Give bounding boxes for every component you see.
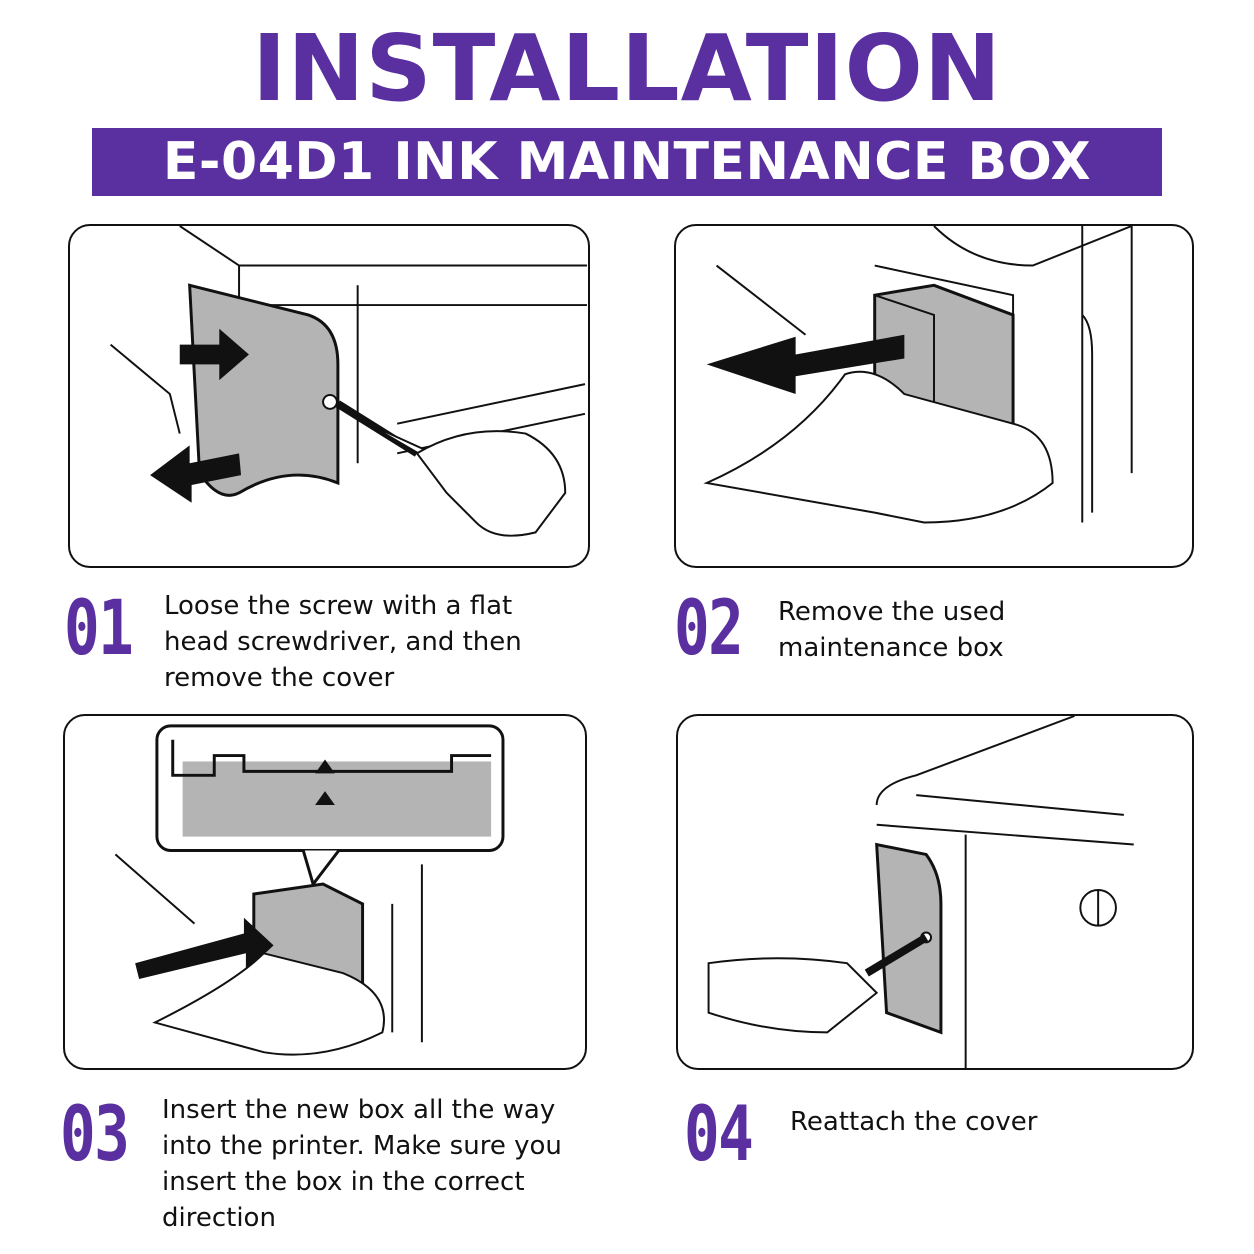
unscrew-cover-illustration: [109, 226, 587, 537]
product-name: E-04D1 INK MAINTENANCE BOX: [162, 132, 1092, 192]
step-4-text: Reattach the cover: [790, 1107, 1038, 1137]
insert-box-illustration: [114, 724, 505, 1056]
step-1-illustration: [68, 224, 590, 568]
step-3-illustration: [63, 714, 587, 1070]
step-1-number: 01: [64, 583, 134, 672]
product-banner: E-04D1 INK MAINTENANCE BOX: [92, 128, 1162, 196]
step-4-number: 04: [684, 1089, 754, 1178]
step-2-illustration: [674, 224, 1194, 568]
step-3-text: Insert the new box all the way into the …: [162, 1095, 562, 1233]
remove-box-illustration: [703, 226, 1133, 524]
step-2-number: 02: [674, 583, 744, 672]
step-3-number: 03: [60, 1089, 130, 1178]
page-title: INSTALLATION: [252, 15, 1002, 122]
reattach-cover-illustration: [707, 716, 1134, 1068]
step-4-illustration: [676, 714, 1194, 1070]
step-2-text: Remove the used maintenance box: [778, 597, 1006, 663]
step-1-text: Loose the screw with a flat head screwdr…: [164, 591, 522, 693]
